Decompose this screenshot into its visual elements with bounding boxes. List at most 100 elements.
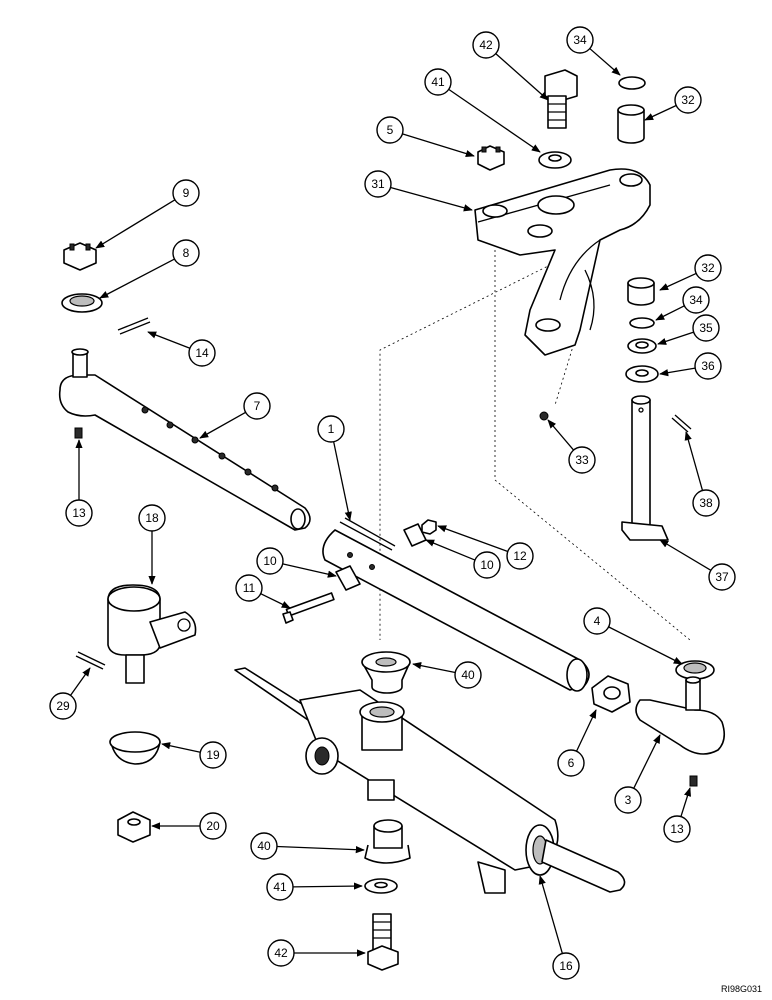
callout-circle xyxy=(65,499,93,527)
callout-32: 32 xyxy=(694,254,722,282)
callout-circle xyxy=(49,692,77,720)
callout-number: 18 xyxy=(145,511,159,525)
leader-line-9 xyxy=(95,199,176,249)
callout-circle xyxy=(454,661,482,689)
callout-5: 5 xyxy=(376,116,404,144)
leader-line-36 xyxy=(659,367,696,377)
kingpin-37 xyxy=(621,395,669,541)
leader-line-41 xyxy=(448,88,541,153)
callout-20: 20 xyxy=(199,812,227,840)
nut-6 xyxy=(591,675,631,713)
grease-fitting-13-right xyxy=(689,775,698,787)
grease-fitting-13-left xyxy=(74,427,83,439)
boot-19 xyxy=(109,731,161,765)
callout-1: 1 xyxy=(317,415,345,443)
cotter-pin-14 xyxy=(117,317,151,335)
callout-circle xyxy=(317,415,345,443)
callout-number: 33 xyxy=(575,453,589,467)
callout-circle xyxy=(424,68,452,96)
tie-rod-end-7 xyxy=(58,348,311,531)
callout-number: 3 xyxy=(625,793,632,807)
callout-number: 37 xyxy=(715,570,729,584)
callout-circle xyxy=(663,815,691,843)
callout-circle xyxy=(250,832,278,860)
castle-nut-9 xyxy=(63,242,97,271)
callout-number: 5 xyxy=(387,123,394,137)
callout-circle xyxy=(138,504,166,532)
leader-line-35 xyxy=(657,331,694,345)
leader-line-33 xyxy=(547,419,575,451)
leader-line-7 xyxy=(199,411,246,439)
steering-cylinder-16 xyxy=(234,667,626,894)
bolt-42-top xyxy=(544,69,578,129)
callout-number: 42 xyxy=(274,946,288,960)
callout-11: 11 xyxy=(235,574,263,602)
callout-42: 42 xyxy=(472,31,500,59)
seal-4 xyxy=(675,660,715,680)
callout-circle xyxy=(506,542,534,570)
callout-33: 33 xyxy=(568,446,596,474)
leader-line-40 xyxy=(276,845,365,854)
callout-10: 10 xyxy=(473,551,501,579)
callout-13: 13 xyxy=(65,499,93,527)
alignment-lines xyxy=(379,250,691,641)
callout-10: 10 xyxy=(256,547,284,575)
callout-circle xyxy=(566,26,594,54)
callout-40: 40 xyxy=(454,661,482,689)
washer-41-top xyxy=(538,151,572,169)
leader-line-34 xyxy=(589,48,621,76)
callout-number: 40 xyxy=(257,839,271,853)
castle-nut-5 xyxy=(477,145,505,171)
callout-circle xyxy=(188,339,216,367)
leader-line-42 xyxy=(495,53,549,101)
callout-7: 7 xyxy=(243,392,271,420)
callout-circle xyxy=(583,607,611,635)
leader-line-14 xyxy=(147,331,191,349)
callout-circle xyxy=(376,116,404,144)
callout-number: 13 xyxy=(670,822,684,836)
callout-circle xyxy=(266,873,294,901)
bushing-32-lower xyxy=(627,277,655,306)
callout-circle xyxy=(708,563,736,591)
callout-circle xyxy=(256,547,284,575)
bolt-42-bottom xyxy=(367,913,399,971)
callout-number: 41 xyxy=(431,75,445,89)
callout-number: 14 xyxy=(195,346,209,360)
leader-line-6 xyxy=(575,709,597,752)
callout-number: 32 xyxy=(681,93,695,107)
clip-10-left xyxy=(335,565,361,591)
leader-line-10 xyxy=(282,563,337,578)
leader-line-12 xyxy=(437,525,509,553)
callout-number: 10 xyxy=(263,554,277,568)
callout-40: 40 xyxy=(250,832,278,860)
seal-8 xyxy=(61,293,103,313)
leader-line-10 xyxy=(425,539,476,561)
washer-34-top xyxy=(618,76,646,90)
callout-number: 29 xyxy=(56,699,70,713)
callout-number: 1 xyxy=(328,422,335,436)
callout-circle xyxy=(552,952,580,980)
callout-12: 12 xyxy=(506,542,534,570)
callout-circle xyxy=(172,239,200,267)
cylinder-tube-1 xyxy=(322,517,590,692)
callout-circle xyxy=(682,286,710,314)
callout-41: 41 xyxy=(266,873,294,901)
bolt-11 xyxy=(282,592,335,624)
callout-number: 32 xyxy=(701,261,715,275)
callout-number: 36 xyxy=(701,359,715,373)
washer-35 xyxy=(627,338,657,354)
callout-circle xyxy=(199,812,227,840)
callout-circle xyxy=(674,86,702,114)
callout-number: 16 xyxy=(559,959,573,973)
callout-number: 9 xyxy=(183,186,190,200)
callout-34: 34 xyxy=(566,26,594,54)
callout-circle xyxy=(472,31,500,59)
callout-number: 11 xyxy=(243,581,256,595)
callout-29: 29 xyxy=(49,692,77,720)
callout-number: 31 xyxy=(371,177,385,191)
grease-fitting-33 xyxy=(539,411,549,421)
callout-circle xyxy=(199,741,227,769)
leader-line-38 xyxy=(684,431,704,491)
nut-20 xyxy=(117,811,151,843)
